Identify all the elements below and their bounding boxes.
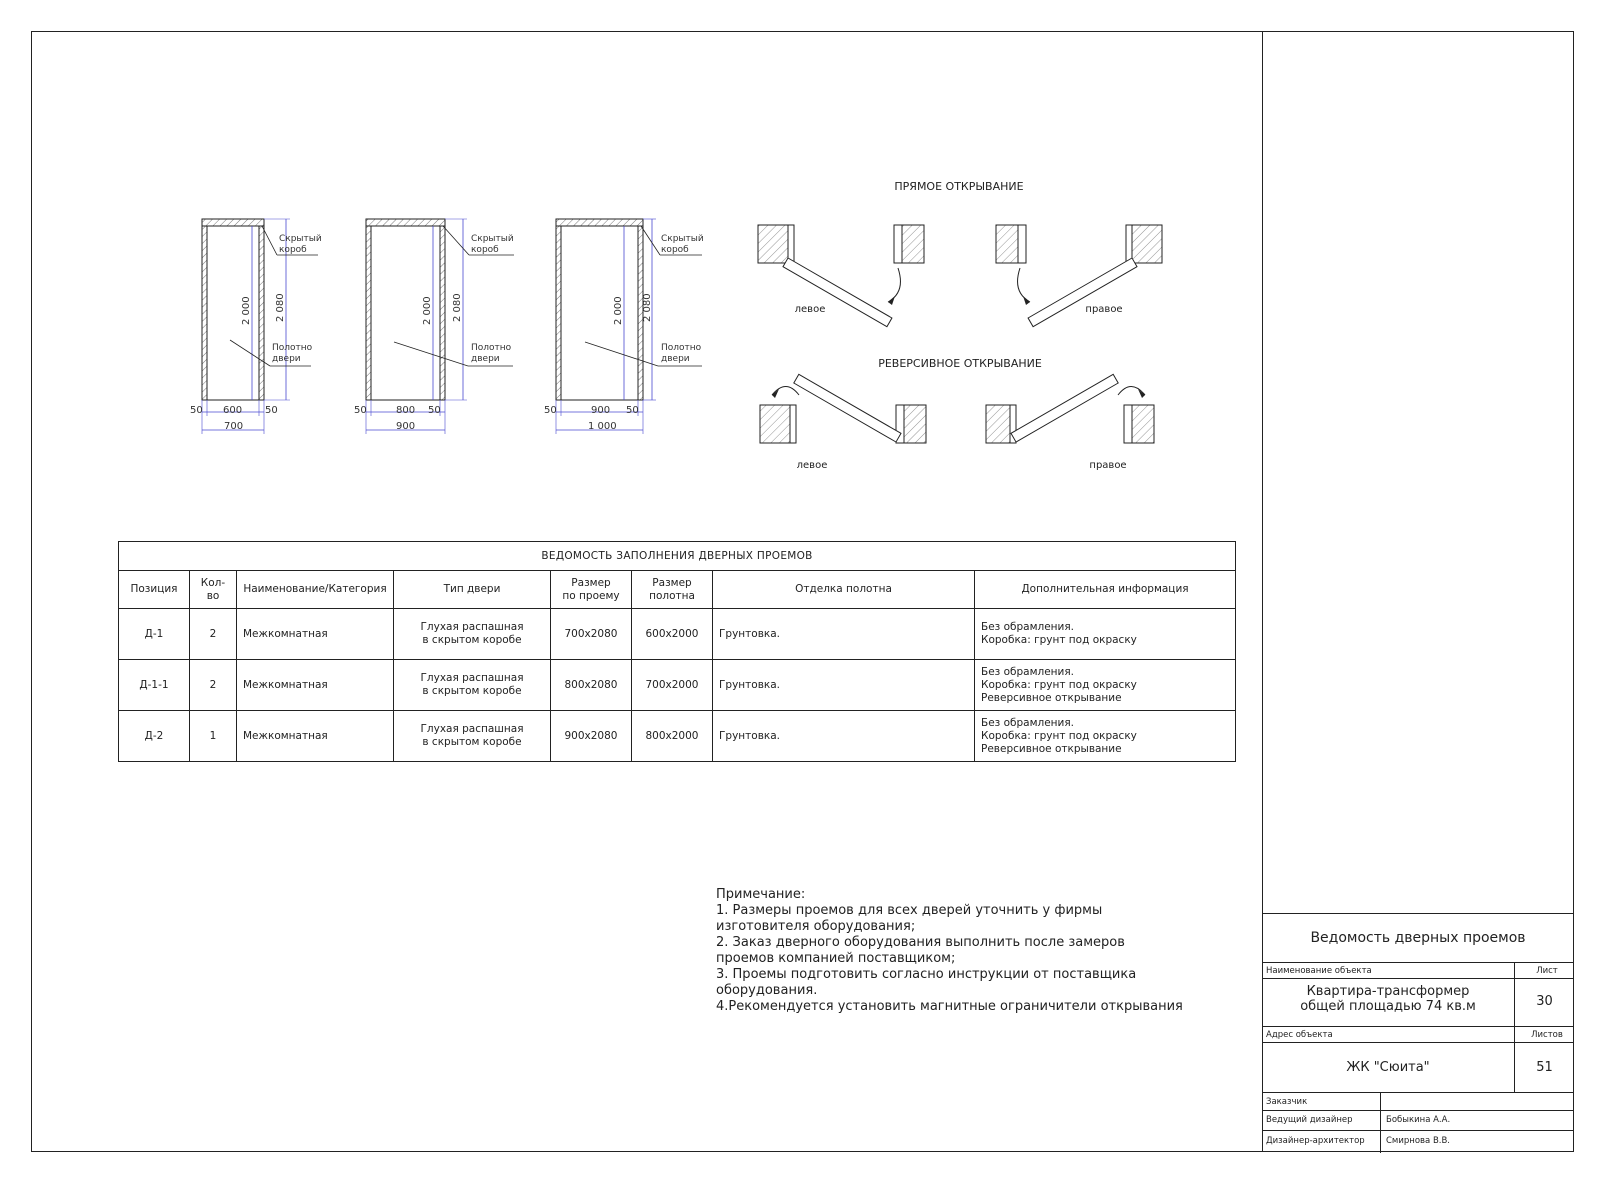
cell-type: Глухая распашная в скрытом коробе bbox=[393, 710, 551, 762]
door1-inner: 600 bbox=[223, 405, 242, 416]
address-label: Адрес объекта bbox=[1266, 1030, 1333, 1040]
cell-type: Глухая распашная в скрытом коробе bbox=[393, 608, 551, 660]
door2-dim-total-h: 2 080 bbox=[452, 293, 463, 322]
address: ЖК "Сюита" bbox=[1346, 1060, 1430, 1075]
door1-box-label-1: Скрытый bbox=[279, 234, 322, 244]
door3-leaf-label-2: двери bbox=[661, 354, 690, 364]
object-name-label: Наименование объекта bbox=[1266, 966, 1372, 976]
direct-right-label: правое bbox=[1085, 304, 1122, 315]
door2-box-label-2: короб bbox=[471, 245, 499, 255]
cell-qty: 1 bbox=[189, 710, 237, 762]
direct-left-label: левое bbox=[795, 304, 826, 315]
cell-opening-size: 800х2080 bbox=[550, 659, 632, 711]
cell-name: Межкомнатная bbox=[236, 608, 394, 660]
door3-dim-leaf-h: 2 000 bbox=[613, 296, 624, 325]
door3-box-label-1: Скрытый bbox=[661, 234, 704, 244]
header-opening-size: Размер по проему bbox=[550, 570, 632, 609]
object-name: Квартира-трансформер общей площадью 74 к… bbox=[1300, 984, 1476, 1014]
header-position: Позиция bbox=[118, 570, 190, 609]
side-margin-line bbox=[1262, 31, 1263, 1152]
sheets-label: Листов bbox=[1531, 1030, 1563, 1040]
cell-extra: Без обрамления. Коробка: грунт под окрас… bbox=[973, 608, 1237, 660]
cell-position: Д-2 bbox=[118, 710, 190, 762]
door3-inner: 900 bbox=[591, 405, 610, 416]
table-row: Д-1-1 2 Межкомнатная Глухая распашная в … bbox=[118, 659, 1237, 711]
cell-qty: 2 bbox=[189, 659, 237, 711]
door1-leaf-label-2: двери bbox=[272, 354, 301, 364]
schedule-caption: ВЕДОМОСТЬ ЗАПОЛНЕНИЯ ДВЕРНЫХ ПРОЕМОВ bbox=[117, 541, 1237, 571]
header-type: Тип двери bbox=[393, 570, 551, 609]
cell-opening-size: 900х2080 bbox=[550, 710, 632, 762]
reverse-right-label: правое bbox=[1089, 460, 1126, 471]
reverse-opening-scheme: РЕВЕРСИВНОЕ ОТКРЫВАНИЕ левое правое bbox=[759, 357, 1155, 471]
cell-extra: Без обрамления. Коробка: грунт под окрас… bbox=[973, 659, 1237, 711]
door1-edge-left: 50 bbox=[190, 405, 203, 416]
cell-position: Д-1-1 bbox=[118, 659, 190, 711]
sheet-title: Ведомость дверных проемов bbox=[1310, 930, 1526, 946]
header-leaf-size: Размер полотна bbox=[631, 570, 713, 609]
door2-total: 900 bbox=[396, 421, 415, 432]
cell-position: Д-1 bbox=[118, 608, 190, 660]
cell-leaf-size: 700х2000 bbox=[631, 659, 713, 711]
door3-total: 1 000 bbox=[588, 421, 617, 432]
cell-extra: Без обрамления. Коробка: грунт под окрас… bbox=[973, 710, 1237, 762]
cell-name: Межкомнатная bbox=[236, 710, 394, 762]
door-elevation-3: 2 000 2 080 Скрытый короб Полотно двери … bbox=[544, 218, 704, 434]
direct-opening-scheme: ПРЯМОЕ ОТКРЫВАНИЕ левое правое bbox=[757, 180, 1163, 328]
cell-finish: Грунтовка. bbox=[712, 659, 975, 711]
architect: Смирнова В.В. bbox=[1386, 1136, 1451, 1146]
door1-edge-right: 50 bbox=[265, 405, 278, 416]
door2-inner: 800 bbox=[396, 405, 415, 416]
cell-finish: Грунтовка. bbox=[712, 608, 975, 660]
direct-title: ПРЯМОЕ ОТКРЫВАНИЕ bbox=[894, 180, 1023, 193]
door1-dim-leaf-h: 2 000 bbox=[241, 296, 252, 325]
door3-edge-right: 50 bbox=[626, 405, 639, 416]
sheet-label: Лист bbox=[1536, 966, 1558, 976]
header-qty: Кол-во bbox=[189, 570, 237, 609]
cell-name: Межкомнатная bbox=[236, 659, 394, 711]
door1-dim-total-h: 2 080 bbox=[275, 293, 286, 322]
sheet-number: 30 bbox=[1536, 994, 1553, 1009]
door-schedule-table: ВЕДОМОСТЬ ЗАПОЛНЕНИЯ ДВЕРНЫХ ПРОЕМОВ Поз… bbox=[117, 541, 1237, 762]
cell-type: Глухая распашная в скрытом коробе bbox=[393, 659, 551, 711]
door2-box-label-1: Скрытый bbox=[471, 234, 514, 244]
lead-designer: Бобыкина А.А. bbox=[1386, 1115, 1451, 1125]
door-elevation-1: 2 000 2 080 Скрытый короб Полотно двери … bbox=[190, 218, 322, 434]
notes-text: Примечание: 1. Размеры проемов для всех … bbox=[716, 887, 1183, 1014]
cell-finish: Грунтовка. bbox=[712, 710, 975, 762]
architect-label: Дизайнер-архитектор bbox=[1266, 1136, 1365, 1146]
cell-qty: 2 bbox=[189, 608, 237, 660]
table-row: Д-2 1 Межкомнатная Глухая распашная в ск… bbox=[118, 710, 1237, 762]
title-block: Ведомость дверных проемов Наименование о… bbox=[1262, 913, 1574, 1153]
door3-edge-left: 50 bbox=[544, 405, 557, 416]
door3-box-label-2: короб bbox=[661, 245, 689, 255]
door3-dim-total-h: 2 080 bbox=[642, 293, 653, 322]
door2-edge-right: 50 bbox=[428, 405, 441, 416]
cell-opening-size: 700х2080 bbox=[550, 608, 632, 660]
door-elevation-2: 2 000 2 080 Скрытый короб Полотно двери … bbox=[354, 218, 514, 434]
door1-total: 700 bbox=[224, 421, 243, 432]
drawing-frame bbox=[31, 31, 1574, 1152]
door2-leaf-label-1: Полотно bbox=[471, 343, 512, 353]
sheets-total: 51 bbox=[1536, 1060, 1553, 1075]
door1-leaf-label-1: Полотно bbox=[272, 343, 313, 353]
customer-label: Заказчик bbox=[1266, 1097, 1308, 1107]
door2-dim-leaf-h: 2 000 bbox=[422, 296, 433, 325]
header-name: Наименование/Категория bbox=[236, 570, 394, 609]
cell-leaf-size: 600х2000 bbox=[631, 608, 713, 660]
cell-leaf-size: 800х2000 bbox=[631, 710, 713, 762]
reverse-title: РЕВЕРСИВНОЕ ОТКРЫВАНИЕ bbox=[878, 357, 1042, 370]
door2-leaf-label-2: двери bbox=[471, 354, 500, 364]
door3-leaf-label-1: Полотно bbox=[661, 343, 702, 353]
reverse-left-label: левое bbox=[797, 460, 828, 471]
header-extra: Дополнительная информация bbox=[973, 570, 1237, 609]
table-row: Д-1 2 Межкомнатная Глухая распашная в ск… bbox=[118, 608, 1237, 660]
door1-box-label-2: короб bbox=[279, 245, 307, 255]
header-finish: Отделка полотна bbox=[712, 570, 975, 609]
door2-edge-left: 50 bbox=[354, 405, 367, 416]
lead-designer-label: Ведущий дизайнер bbox=[1266, 1115, 1353, 1125]
